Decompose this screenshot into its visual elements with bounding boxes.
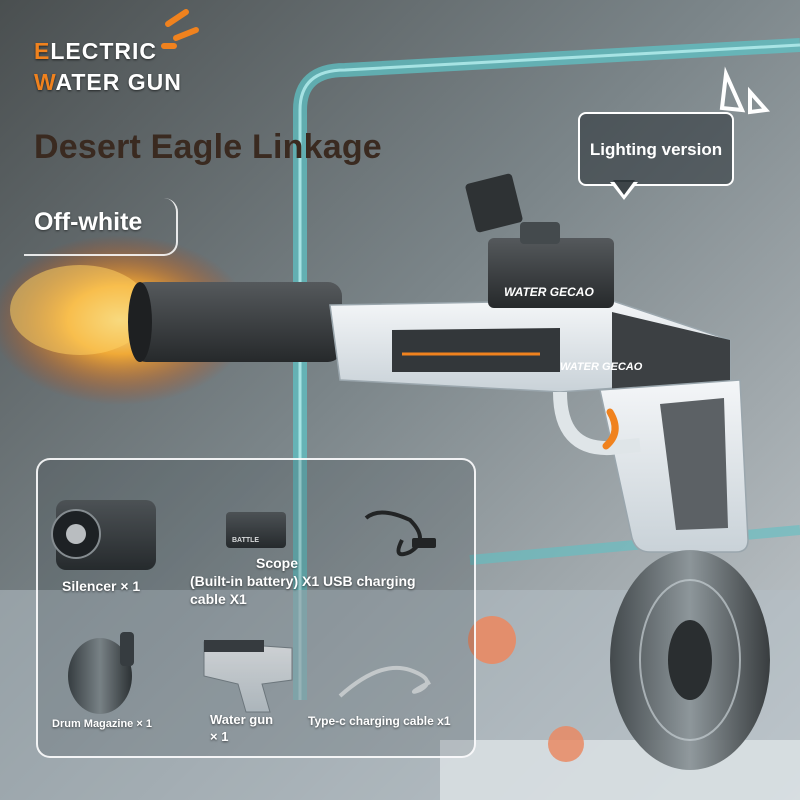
scope-label-line1: Scope: [256, 555, 299, 571]
frame-brand-text: WATER GECAO: [560, 361, 643, 373]
brand-line-1-initial: E: [34, 38, 51, 64]
speech-bubble-tail: [610, 180, 638, 200]
lighting-version-bubble: Lighting version: [578, 112, 734, 186]
water-gun-label-line2: × 1: [210, 729, 229, 744]
scope-brand-text: WATER GECAO: [504, 285, 594, 299]
brand-line-2-initial: W: [34, 69, 56, 95]
water-gun-label-line1: Water gun: [210, 712, 274, 727]
scope-label-line2: (Built-in battery) X1 USB charging: [190, 573, 416, 589]
brand-line-2-rest: ATER GUN: [55, 69, 182, 95]
silencer-label: Silencer × 1: [62, 578, 141, 594]
brand-line-2: WATER GUN: [34, 67, 182, 98]
product-headline: Desert Eagle Linkage: [34, 128, 382, 166]
drum-magazine-label: Drum Magazine × 1: [52, 718, 152, 730]
typec-cable-label: Type-c charging cable x1: [308, 714, 451, 728]
color-variant-label: Off-white: [34, 208, 143, 236]
brand-line-1-rest: LECTRIC: [50, 38, 158, 64]
scope-thumb-text: BATTLE: [232, 537, 259, 544]
accessories-panel: [36, 458, 476, 758]
scope-label-line3: cable X1: [190, 591, 247, 607]
brand-line-1: ELECTRIC: [34, 36, 182, 67]
brand-logo: ELECTRIC WATER GUN: [34, 36, 182, 98]
lighting-version-label: Lighting version: [589, 140, 723, 159]
color-variant-badge: Off-white: [24, 198, 178, 256]
